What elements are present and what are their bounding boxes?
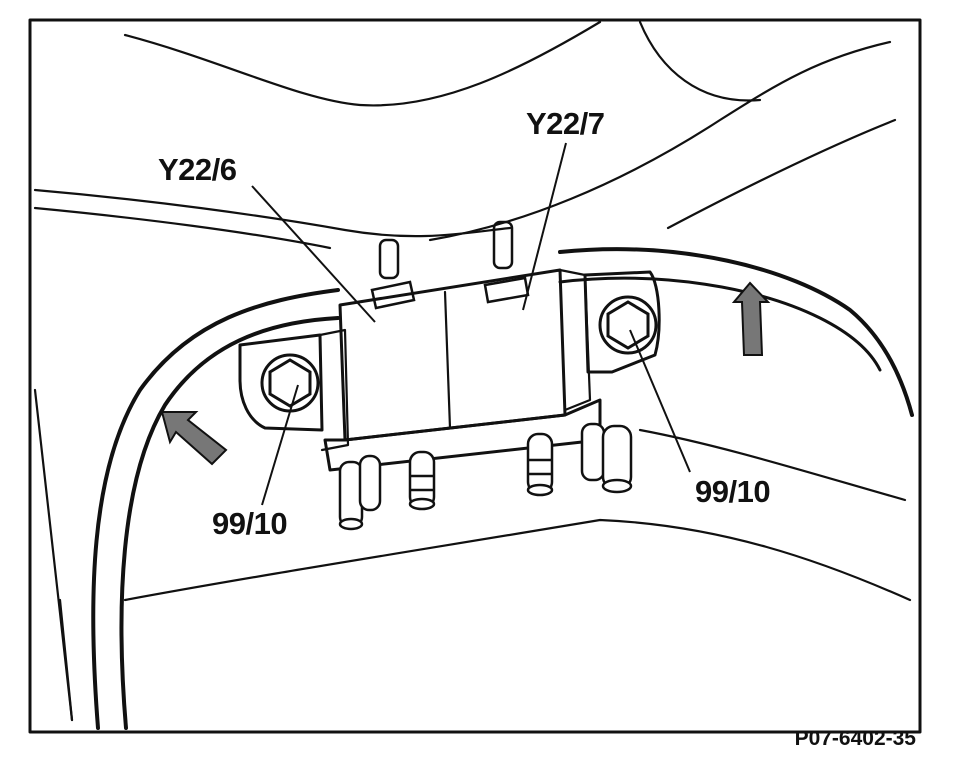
housing-rim-right-inner	[558, 276, 882, 372]
panel-lower-edge	[123, 518, 912, 602]
hose-nipple-4	[526, 432, 554, 497]
body-contour-upper-right	[428, 40, 892, 242]
callout-y22-7: Y22/7	[526, 106, 605, 141]
leader-y22-6	[251, 185, 376, 323]
housing-rim-right-outer	[558, 247, 914, 417]
panel-right-edge	[638, 428, 907, 502]
leader-99-10-left	[261, 384, 299, 506]
hex-nut-right-icon	[598, 295, 658, 355]
top-connector-right	[483, 220, 530, 304]
body-contour-shelf	[33, 188, 512, 238]
hose-nipple-1	[338, 460, 364, 531]
body-contour-top-right	[638, 20, 762, 102]
callout-99-10-right: 99/10	[695, 474, 771, 509]
bracket-left	[238, 333, 324, 432]
leader-y22-7	[522, 142, 567, 311]
callout-99-10-left: 99/10	[212, 506, 288, 541]
hose-nipple-3	[408, 450, 436, 511]
body-contour-shelf-lower	[33, 206, 332, 250]
housing-rim-inner	[119, 316, 340, 730]
drawing-frame	[28, 18, 922, 734]
valve-block-seam	[443, 290, 452, 430]
leader-99-10-right	[629, 329, 691, 473]
hex-nut-left-icon	[260, 353, 320, 413]
callout-y22-6: Y22/6	[158, 152, 237, 187]
bracket-left-side	[318, 328, 350, 452]
body-contour-mid-right	[666, 118, 897, 230]
body-contour-top	[123, 20, 602, 107]
hose-nipple-2	[358, 454, 382, 512]
vertical-edge-2	[58, 598, 74, 722]
bracket-right-side	[558, 268, 592, 412]
top-connector-left	[370, 238, 416, 310]
housing-rim-outer	[91, 288, 340, 730]
bracket-right	[583, 270, 661, 374]
arrow-diagonal-icon	[160, 411, 228, 466]
hose-nipple-6	[601, 424, 633, 494]
figure-code: P07-6402-35	[794, 727, 916, 750]
arrow-up-icon	[731, 281, 771, 356]
hose-nipple-5	[580, 422, 606, 482]
